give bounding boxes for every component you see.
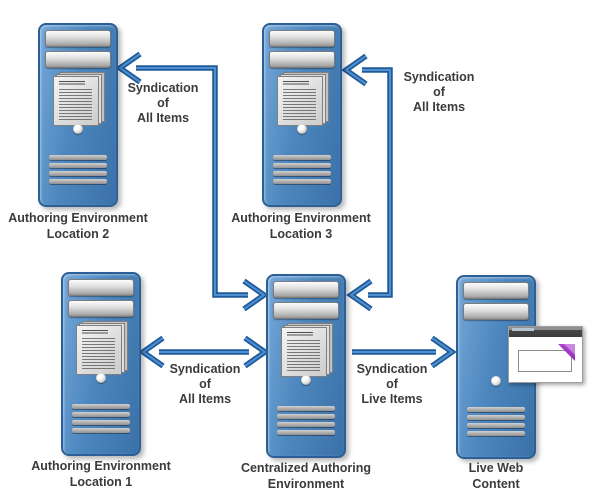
- vent-grille-icon: [49, 155, 107, 187]
- edge-label-syndication-all-items-bottom: Syndication of All Items: [169, 362, 241, 406]
- document-icon: [281, 323, 333, 379]
- drive-bay-icon: [45, 30, 111, 47]
- vent-grille-icon: [277, 406, 335, 438]
- edge-label-syndication-all-items-right: Syndication of All Items: [403, 70, 475, 114]
- power-button-icon: [301, 375, 311, 385]
- server-tower-icon-centralized: [266, 274, 346, 458]
- drive-bay-icon: [273, 281, 339, 298]
- drive-bay-icon: [463, 303, 529, 320]
- node-label-location1: Authoring Environment Location 1: [31, 459, 171, 489]
- browser-tab-strip: [512, 328, 534, 331]
- drive-bay-icon: [269, 30, 335, 47]
- vent-grille-icon: [273, 155, 331, 187]
- drive-bay-icon: [68, 279, 134, 296]
- power-button-icon: [73, 124, 83, 134]
- drive-bay-icon: [68, 300, 134, 317]
- edge-label-syndication-all-items-left: Syndication of All Items: [127, 81, 199, 125]
- edge-label-syndication-live-items: Syndication of Live Items: [356, 362, 428, 406]
- drive-bay-icon: [463, 282, 529, 299]
- node-label-live-web: Live Web Content: [468, 461, 524, 491]
- document-icon: [76, 321, 128, 377]
- drive-bay-icon: [273, 302, 339, 319]
- drive-bay-icon: [45, 51, 111, 68]
- server-tower-icon-location3: [262, 23, 342, 207]
- power-button-icon: [96, 373, 106, 383]
- vent-grille-icon: [72, 404, 130, 436]
- power-button-icon: [491, 376, 501, 386]
- server-tower-icon-location1: [61, 272, 141, 456]
- document-icon: [277, 72, 329, 128]
- browser-titlebar: [509, 327, 582, 337]
- node-label-centralized: Centralized Authoring Environment: [240, 461, 372, 491]
- node-label-location2: Authoring Environment Location 2: [8, 211, 148, 241]
- node-label-location3: Authoring Environment Location 3: [231, 211, 371, 241]
- browser-window-icon: [508, 326, 583, 383]
- vent-grille-icon: [467, 407, 525, 439]
- server-tower-icon-location2: [38, 23, 118, 207]
- power-button-icon: [297, 124, 307, 134]
- drive-bay-icon: [269, 51, 335, 68]
- browser-content-box: [518, 350, 572, 372]
